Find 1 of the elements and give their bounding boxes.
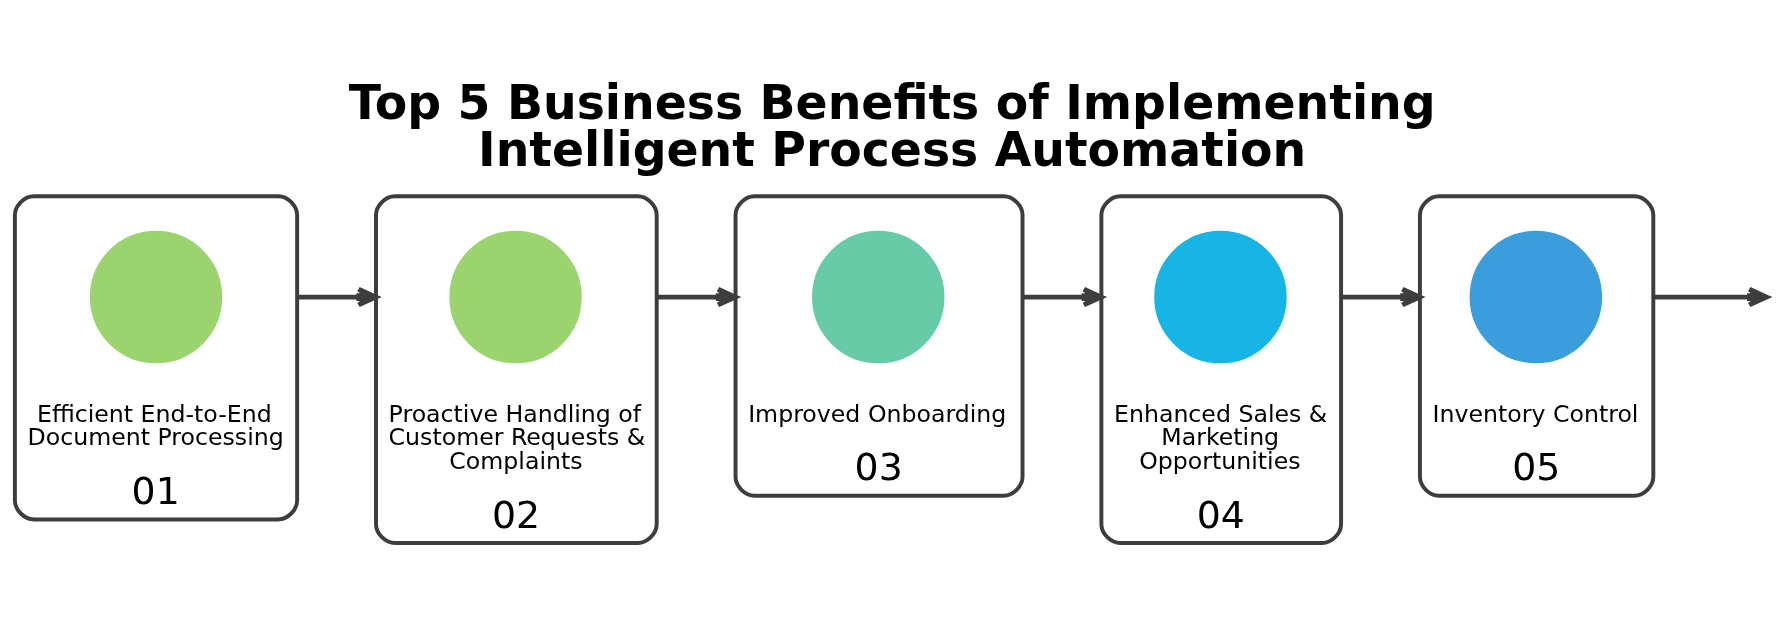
diagram-title: Top 5 Business Benefits of Implementing Intelligent Process Automation xyxy=(348,74,1436,178)
